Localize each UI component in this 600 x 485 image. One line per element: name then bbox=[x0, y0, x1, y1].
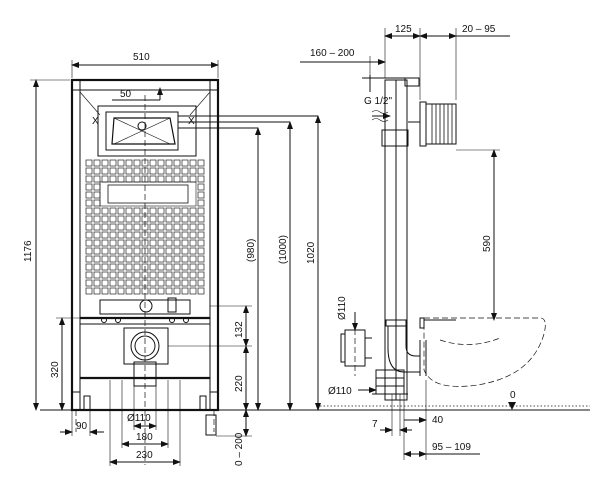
tile-grid bbox=[85, 159, 205, 295]
dim-125: 125 bbox=[395, 24, 412, 35]
right-foot bbox=[209, 391, 219, 411]
dim-132: 132 bbox=[234, 321, 245, 338]
left-foot bbox=[71, 391, 81, 411]
dim-40: 40 bbox=[432, 415, 444, 426]
dim-1020: 1020 bbox=[306, 241, 317, 264]
dim-320: 320 bbox=[50, 361, 61, 378]
dim-980: (980) bbox=[246, 239, 257, 262]
dia-110-bottom: Ø110 bbox=[328, 386, 352, 397]
flush-plate-recess bbox=[97, 105, 197, 157]
dim-510: 510 bbox=[133, 52, 150, 63]
dim-20-95: 20 – 95 bbox=[462, 24, 496, 35]
side-view: 125 20 – 95 160 – 200 G 1/2" 590 bbox=[300, 24, 590, 460]
dim-90: 90 bbox=[76, 421, 88, 432]
toilet-bowl bbox=[423, 317, 546, 387]
flush-actuator bbox=[419, 101, 427, 147]
cistern-opening bbox=[107, 184, 189, 204]
dim-1000: (1000) bbox=[278, 235, 289, 264]
dim-220: 220 bbox=[234, 375, 245, 392]
dim-7: 7 bbox=[372, 419, 378, 430]
drain-bend bbox=[387, 326, 420, 373]
dim-95-109: 95 – 109 bbox=[432, 442, 471, 453]
dim-230: 230 bbox=[136, 450, 153, 461]
dim-0-200: 0 – 200 bbox=[234, 432, 245, 466]
svg-text:X: X bbox=[92, 116, 99, 127]
dim-160-200: 160 – 200 bbox=[310, 48, 355, 59]
dim-1176: 1176 bbox=[23, 240, 34, 262]
dim-180: 180 bbox=[136, 432, 153, 443]
floor-level-label: 0 bbox=[510, 390, 516, 401]
dim-590: 590 bbox=[482, 235, 493, 252]
dim-50: 50 bbox=[120, 89, 132, 100]
dim-110: Ø110 bbox=[127, 413, 151, 424]
water-connection bbox=[139, 299, 153, 313]
front-view: X X bbox=[23, 52, 321, 466]
water-inlet-label: G 1/2" bbox=[364, 96, 392, 107]
dia-110-top: Ø110 bbox=[337, 296, 348, 320]
